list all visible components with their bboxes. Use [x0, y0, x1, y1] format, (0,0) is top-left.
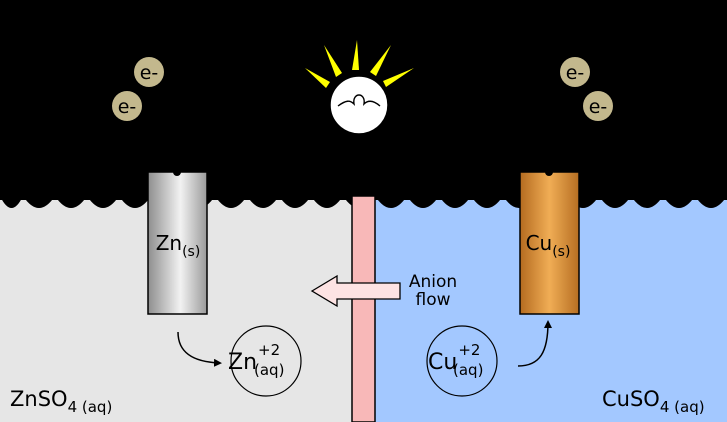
bulb-filament	[337, 94, 381, 107]
bulb-globe	[329, 75, 389, 135]
copper-ion-circle	[426, 325, 498, 397]
electron-icon	[112, 91, 142, 121]
light-bulb-icon	[305, 40, 414, 135]
copper-electrode-label: Cu(s)	[526, 231, 571, 260]
electron-icon	[560, 57, 590, 87]
zinc-dissolve-arrow	[177, 331, 222, 367]
anion-flow-arrow: Anion flow	[310, 272, 457, 310]
zinc-ion-label: Zn+2(aq)	[228, 341, 284, 379]
electron-label: e-	[589, 96, 608, 118]
electron-icon	[583, 91, 613, 121]
copper-ion-label: Cu+2(aq)	[428, 341, 483, 379]
electron-icon	[134, 57, 164, 87]
electron-left-1: e-	[134, 57, 164, 87]
copper-electrode: Cu(s)	[519, 168, 580, 315]
electron-left-2: e-	[112, 91, 142, 121]
copper-electrode-bar	[519, 171, 580, 315]
electron-right-1: e-	[560, 57, 590, 87]
right-solution-label: CuSO4 (aq)	[602, 387, 705, 416]
electron-label: e-	[118, 96, 137, 118]
zinc-ion: Zn+2(aq)	[228, 325, 302, 397]
left-solution-label: ZnSO4 (aq)	[10, 387, 112, 416]
bulb-rays	[305, 40, 414, 88]
salt-bridge	[351, 195, 376, 422]
zinc-ion-circle	[230, 325, 302, 397]
anion-flow-arrow-shape	[310, 274, 401, 308]
electron-right-2: e-	[583, 91, 613, 121]
copper-deposit-arrow	[517, 320, 552, 367]
electron-label: e-	[140, 62, 159, 84]
copper-ion: Cu+2(aq)	[426, 325, 498, 397]
anion-flow-label-line2: flow	[415, 290, 450, 310]
wire-connector-dot	[173, 168, 181, 176]
zinc-electrode: Zn(s)	[147, 168, 208, 315]
wire-connector-dot	[545, 168, 553, 176]
zinc-electrode-label: Zn(s)	[156, 231, 201, 260]
anion-flow-label-line1: Anion	[409, 272, 457, 292]
electron-label: e-	[566, 62, 585, 84]
